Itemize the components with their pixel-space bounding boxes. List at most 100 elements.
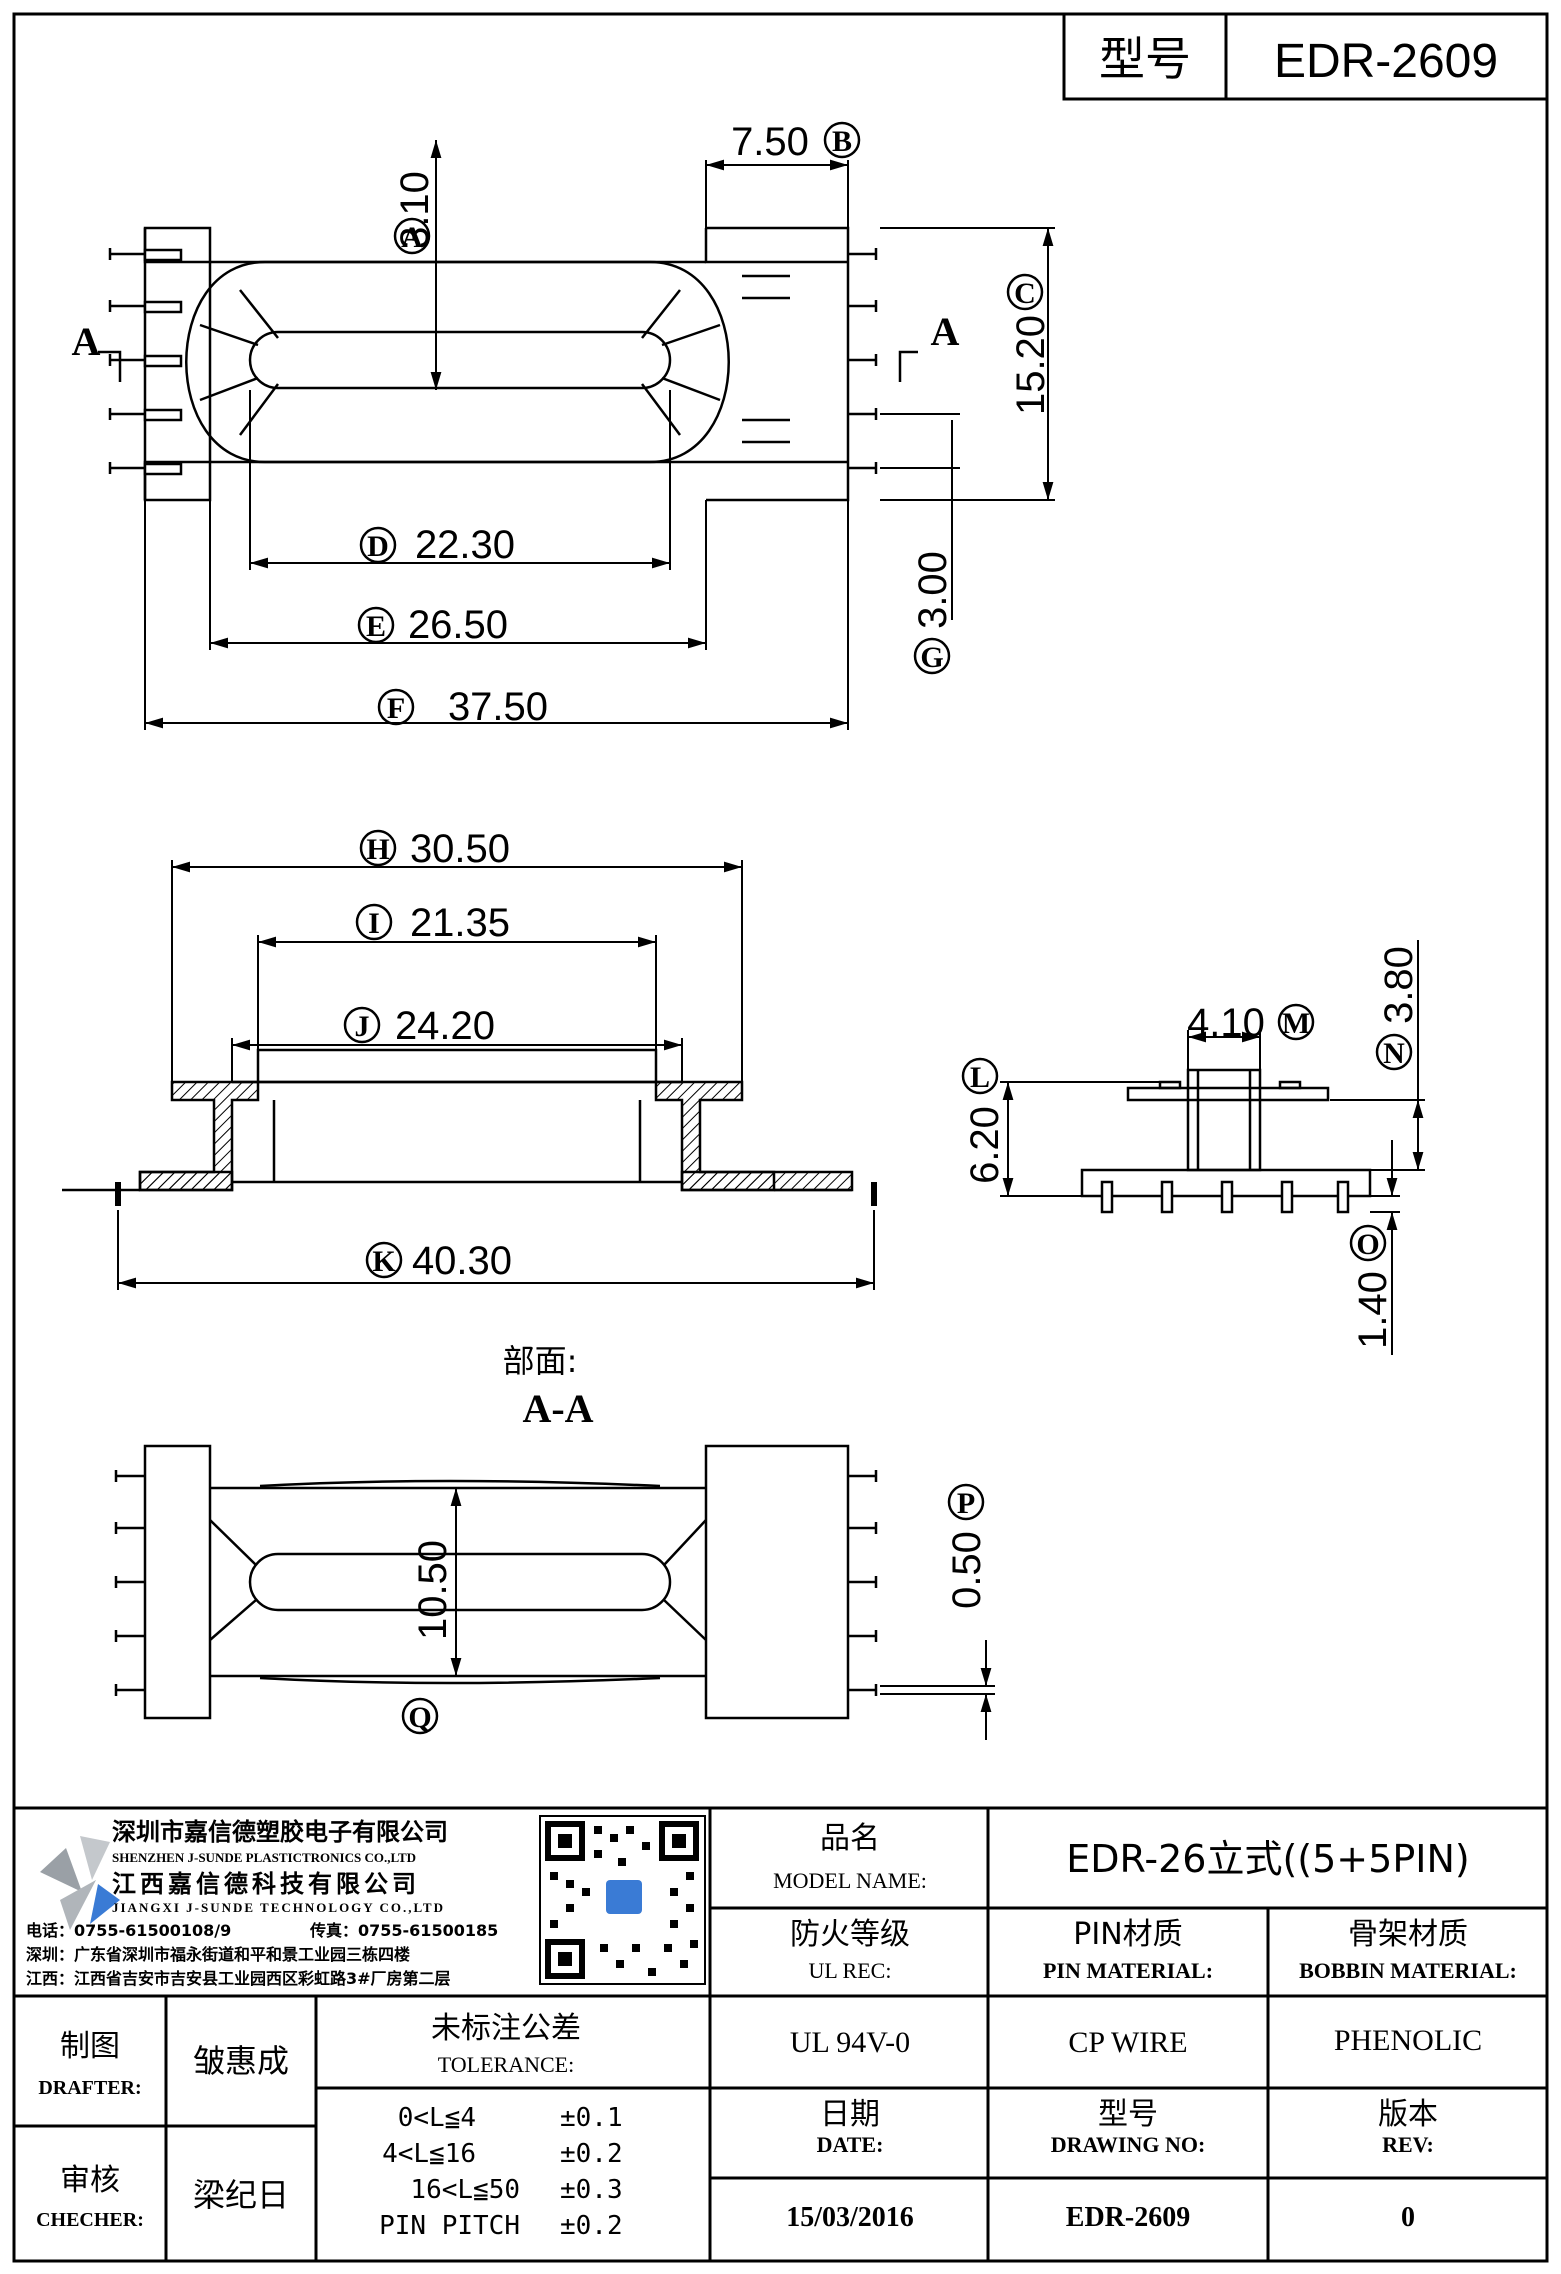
- tolerance-range: 0<L≦4: [398, 2103, 476, 2133]
- dim-o-value: 1.40: [1351, 1271, 1395, 1349]
- date-cn: 日期: [820, 2097, 880, 2132]
- dim-n-label: N: [1375, 1033, 1413, 1071]
- date-en: DATE:: [817, 2132, 884, 2157]
- pin-material-cn: PIN材质: [1073, 1917, 1182, 1952]
- dim-h-label: H: [359, 829, 397, 867]
- front-view: [62, 1048, 877, 1206]
- section-view: [114, 1444, 878, 1720]
- company-tel: 电话：0755-61500108/9: [26, 1921, 231, 1940]
- dim-p-value: 0.50: [945, 1531, 989, 1609]
- drafter-cn: 制图: [60, 2029, 120, 2064]
- svg-text:C: C: [1014, 277, 1036, 310]
- dim-c-label: C: [1006, 273, 1044, 311]
- pin-material-value: CP WIRE: [1068, 2026, 1187, 2059]
- dim-h-value: 30.50: [410, 827, 510, 871]
- section-left-pins: [114, 1470, 145, 1696]
- top-view-right-pins: [742, 248, 878, 474]
- dim-f-label: F: [377, 688, 415, 726]
- section-label: 部面:: [503, 1342, 578, 1380]
- dim-q-value: 10.50: [411, 1540, 455, 1640]
- dim-i-label: I: [355, 903, 393, 941]
- tolerance-range: 16<L≦50: [410, 2175, 520, 2205]
- company-address-jx: 江西：江西省吉安市吉安县工业园西区彩虹路3#厂房第二层: [26, 1969, 451, 1988]
- tolerance-cn: 未标注公差: [431, 2011, 581, 2046]
- dim-k-value: 40.30: [412, 1239, 512, 1283]
- svg-text:O: O: [1356, 1228, 1379, 1261]
- company-name-en-2: JIANGXI J-SUNDE TECHNOLOGY CO.,LTD: [112, 1900, 445, 1915]
- dim-a-label: A: [393, 217, 431, 255]
- svg-text:M: M: [1282, 1007, 1310, 1040]
- header-model-label: 型号: [1099, 32, 1191, 86]
- drawing-no-en: DRAWING NO:: [1051, 2132, 1206, 2157]
- svg-text:F: F: [387, 692, 405, 725]
- dim-e-value: 26.50: [408, 603, 508, 647]
- rev-cn: 版本: [1378, 2097, 1438, 2132]
- svg-text:G: G: [920, 641, 943, 674]
- section-mark-right: A: [931, 309, 960, 354]
- company-logo: [40, 1836, 120, 1930]
- sheet-border: [12, 12, 1549, 2263]
- dim-m-value: 4.10: [1187, 1001, 1265, 1045]
- dim-e-label: E: [357, 606, 395, 644]
- rev-value: 0: [1401, 2202, 1415, 2233]
- dim-c-value: 15.20: [1009, 315, 1053, 415]
- top-view-left-pins: [108, 248, 183, 476]
- dim-b-label: B: [823, 121, 861, 159]
- svg-text:E: E: [366, 610, 386, 643]
- svg-text:D: D: [367, 530, 389, 563]
- header-model-value: EDR-2609: [1274, 35, 1498, 88]
- company-fax: 传真：0755-61500185: [309, 1921, 498, 1940]
- tolerance-value: ±0.2: [560, 2211, 623, 2241]
- dim-d-value: 22.30: [415, 523, 515, 567]
- company-name-cn-1: 深圳市嘉信德塑胶电子有限公司: [112, 1818, 448, 1846]
- svg-text:A: A: [401, 221, 423, 254]
- section-mark-left: A: [72, 319, 101, 364]
- model-name-cn: 品名: [820, 1821, 880, 1856]
- bobbin-material-value: PHENOLIC: [1334, 2024, 1482, 2057]
- dim-l-label: L: [961, 1057, 999, 1095]
- rev-en: REV:: [1382, 2132, 1434, 2157]
- dim-m-label: M: [1277, 1003, 1315, 1041]
- bobbin-material-cn: 骨架材质: [1348, 1917, 1468, 1952]
- dim-o-label: O: [1349, 1224, 1387, 1262]
- company-name-cn-2: 江西嘉信德科技有限公司: [112, 1870, 420, 1898]
- company-address-sz: 深圳：广东省深圳市福永街道和平和景工业园三栋四楼: [26, 1945, 410, 1964]
- drawing-no-value: EDR-2609: [1066, 2202, 1190, 2233]
- svg-text:B: B: [832, 125, 852, 158]
- bobbin-material-en: BOBBIN MATERIAL:: [1299, 1958, 1517, 1983]
- side-view-pins: [1100, 1180, 1350, 1214]
- tolerance-range: PIN PITCH: [379, 2211, 520, 2241]
- tolerance-table: 0<L≦4 ±0.1 4<L≦16 ±0.2 16<L≦50 ±0.3 PIN …: [379, 2103, 623, 2241]
- side-view: [1080, 1068, 1372, 1214]
- section-name: A-A: [522, 1386, 593, 1431]
- header-model-box: 型号 EDR-2609: [1062, 12, 1549, 101]
- dim-q-label: Q: [401, 1697, 439, 1735]
- dim-f-value: 37.50: [448, 685, 548, 729]
- dim-k-label: K: [365, 1241, 403, 1279]
- svg-text:K: K: [372, 1245, 396, 1278]
- drafter-name: 皱惠成: [193, 2042, 289, 2080]
- svg-text:I: I: [368, 907, 380, 940]
- model-name-value: EDR-26立式((5+5PIN): [1066, 1837, 1469, 1881]
- tolerance-value: ±0.3: [560, 2175, 623, 2205]
- dim-n-value: 3.80: [1377, 946, 1421, 1024]
- dim-l-value: 6.20: [963, 1106, 1007, 1184]
- qr-code-image: [539, 1815, 706, 1985]
- dim-b-value: 7.50: [731, 120, 809, 164]
- ul-rec-en: UL REC:: [809, 1958, 892, 1983]
- checker-en: CHECHER:: [36, 2209, 144, 2231]
- model-name-en: MODEL NAME:: [773, 1868, 927, 1893]
- company-name-en-1: SHENZHEN J-SUNDE PLASTICTRONICS CO.,LTD: [112, 1850, 416, 1865]
- dim-p-label: P: [947, 1483, 985, 1521]
- svg-text:H: H: [366, 833, 389, 866]
- dim-i-value: 21.35: [410, 901, 510, 945]
- dim-g-label: G: [913, 637, 951, 675]
- svg-text:Q: Q: [408, 1701, 431, 1734]
- ul-rec-value: UL 94V-0: [790, 2026, 910, 2059]
- ul-rec-cn: 防火等级: [790, 1917, 910, 1952]
- pin-material-en: PIN MATERIAL:: [1043, 1958, 1213, 1983]
- tolerance-value: ±0.1: [560, 2103, 623, 2133]
- dim-j-value: 24.20: [395, 1004, 495, 1048]
- svg-text:L: L: [970, 1061, 990, 1094]
